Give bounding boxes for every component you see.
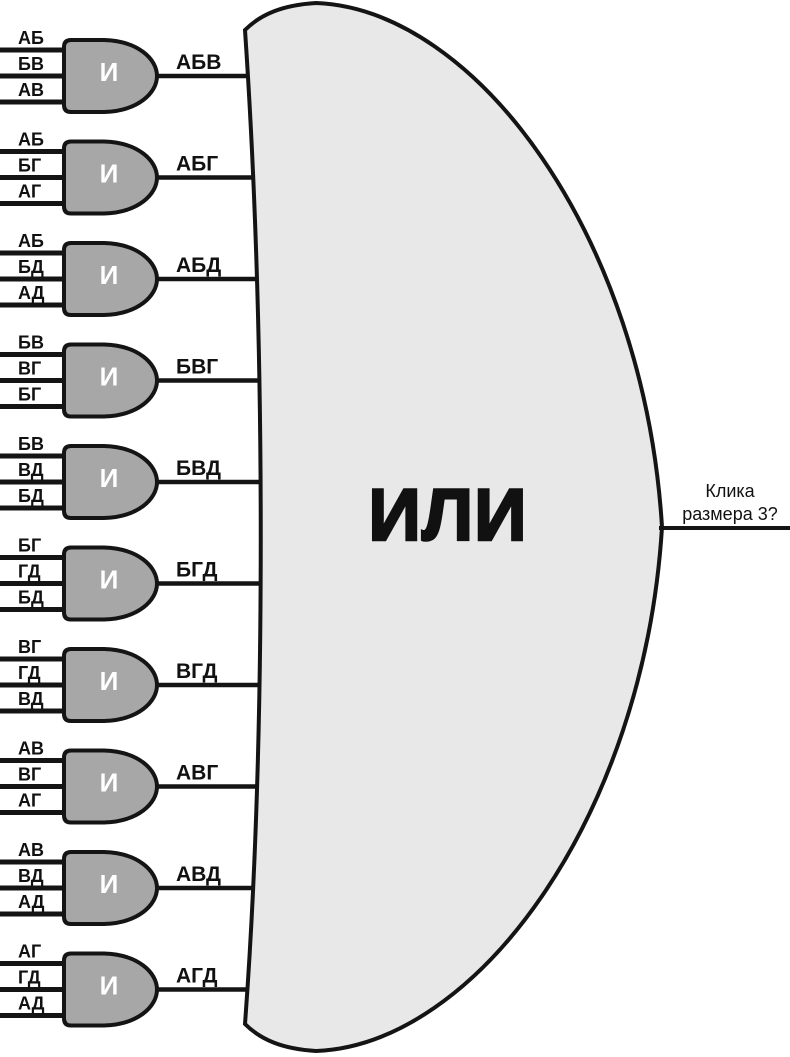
or-gate-label: ИЛИ [368, 475, 527, 556]
input-label: АГ [18, 942, 41, 962]
and-gate-label: И [100, 869, 119, 899]
and-gate-body [62, 951, 160, 1028]
input-label: АД [18, 994, 45, 1014]
input-label: БД [18, 588, 44, 608]
input-label: БГ [18, 536, 41, 556]
input-label: ГД [18, 663, 41, 683]
and-gate-label: И [100, 159, 119, 189]
and-gate-body [62, 241, 160, 317]
and-gate-body [62, 647, 160, 723]
input-label: АД [18, 892, 45, 912]
input-label: АГ [18, 182, 41, 202]
and-gate-label: И [100, 666, 119, 696]
input-label: АВ [18, 739, 44, 759]
or-gate-body [242, 0, 665, 1054]
and-gate-label: И [100, 362, 119, 392]
final-output-label-line1: Клика [705, 481, 755, 501]
and-gate-body [62, 850, 160, 926]
input-label: АБ [18, 28, 44, 48]
input-label: БВ [18, 434, 44, 454]
input-label: АД [18, 283, 45, 303]
and-gate-body [62, 38, 160, 114]
and-gate-body [62, 545, 160, 622]
and-gate-label: И [100, 971, 119, 1001]
input-label: ВД [18, 460, 44, 480]
input-label: БД [18, 257, 44, 277]
input-label: БД [18, 486, 44, 506]
input-label: БГ [18, 385, 41, 405]
and-output-label: АВГ [176, 762, 218, 785]
and-output-label: АБВ [176, 51, 221, 74]
input-label: АБ [18, 231, 44, 251]
and-output-label: ВГД [176, 660, 218, 683]
and-output-label: БГД [176, 559, 217, 582]
input-label: БГ [18, 156, 41, 176]
and-gate-label: И [100, 57, 119, 87]
and-gate-body [62, 342, 160, 419]
and-output-label: БВГ [176, 356, 218, 379]
input-label: ГД [18, 968, 41, 988]
and-gate-label: И [100, 565, 119, 595]
input-label: АВ [18, 840, 44, 860]
and-output-label: АГД [176, 965, 218, 988]
and-gate-body [62, 444, 160, 520]
input-label: БВ [18, 333, 44, 353]
and-gate-label: И [100, 260, 119, 290]
and-gate-label: И [100, 463, 119, 493]
final-output-label-line2: размера 3? [682, 504, 778, 524]
input-label: ВД [18, 866, 44, 886]
input-label: БВ [18, 54, 44, 74]
and-output-label: АБГ [176, 153, 218, 176]
input-label: ВГ [18, 637, 41, 657]
input-label: ВД [18, 689, 44, 709]
and-output-label: АБД [176, 254, 221, 277]
and-gate-body [62, 748, 160, 825]
and-gate-body [62, 139, 160, 216]
input-label: АВ [18, 80, 44, 100]
and-gate-label: И [100, 768, 119, 798]
input-label: ВГ [18, 765, 41, 785]
input-label: АБ [18, 130, 44, 150]
input-label: ВГ [18, 359, 41, 379]
and-output-label: БВД [176, 457, 221, 480]
input-label: АГ [18, 791, 41, 811]
input-label: ГД [18, 562, 41, 582]
and-output-label: АВД [176, 863, 221, 886]
